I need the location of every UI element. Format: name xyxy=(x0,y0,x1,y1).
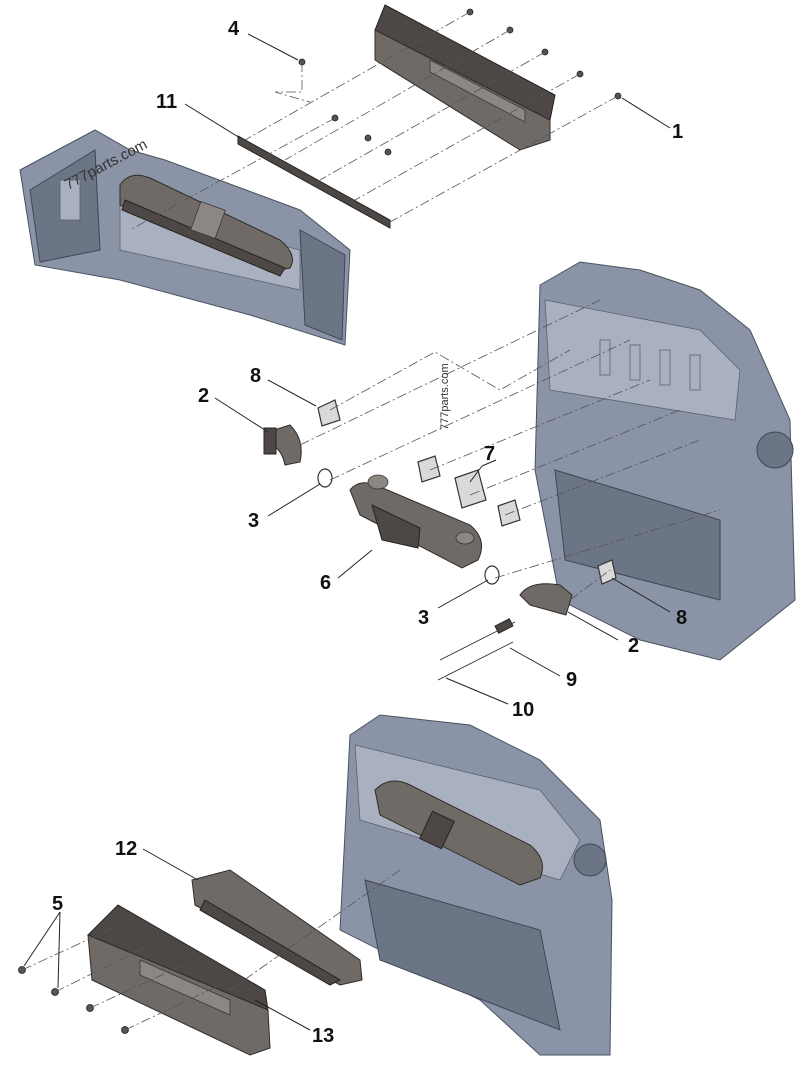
bottom-manifold-installed xyxy=(374,780,543,886)
callout-3-lower: 3 xyxy=(418,607,429,629)
heat-shield-part-12 xyxy=(191,869,363,986)
exhaust-manifold-part-6 xyxy=(349,474,483,569)
callout-1: 1 xyxy=(672,121,683,143)
elbow-part-2-upper xyxy=(263,424,302,466)
top-engine-block xyxy=(19,129,351,346)
top-assembly-lines xyxy=(129,11,619,231)
middle-engine-block xyxy=(534,261,796,661)
callout-13: 13 xyxy=(312,1025,334,1047)
leader-lines xyxy=(23,33,671,1031)
gaskets-part-7-8 xyxy=(317,399,617,585)
studs-part-9-10 xyxy=(437,618,516,681)
watermark-middle: 777parts.com xyxy=(439,363,451,430)
callout-9: 9 xyxy=(566,669,577,691)
callout-6: 6 xyxy=(320,572,331,594)
elbow-part-2-lower xyxy=(519,583,573,616)
callout-3-upper: 3 xyxy=(248,510,259,532)
middle-assembly-lines xyxy=(299,299,721,601)
heat-shield-part-13 xyxy=(87,904,271,1056)
heat-shield-part-1 xyxy=(374,4,556,151)
heat-shield-strip-part-11 xyxy=(237,135,391,229)
callout-5: 5 xyxy=(52,893,63,915)
callout-8-lower: 8 xyxy=(676,607,687,629)
bottom-engine-block xyxy=(339,714,613,1056)
o-rings-part-3 xyxy=(317,468,500,585)
callout-2-upper: 2 xyxy=(198,385,209,407)
bottom-assembly-lines xyxy=(21,869,401,1031)
callout-4: 4 xyxy=(228,18,240,40)
callout-2-lower: 2 xyxy=(628,635,639,657)
top-bolts xyxy=(298,8,622,156)
callout-11: 11 xyxy=(156,91,177,113)
callout-10: 10 xyxy=(512,699,534,721)
callout-7: 7 xyxy=(484,443,495,465)
callout-12: 12 xyxy=(115,838,137,860)
callout-8-upper: 8 xyxy=(250,365,261,387)
top-manifold-installed xyxy=(119,174,293,277)
